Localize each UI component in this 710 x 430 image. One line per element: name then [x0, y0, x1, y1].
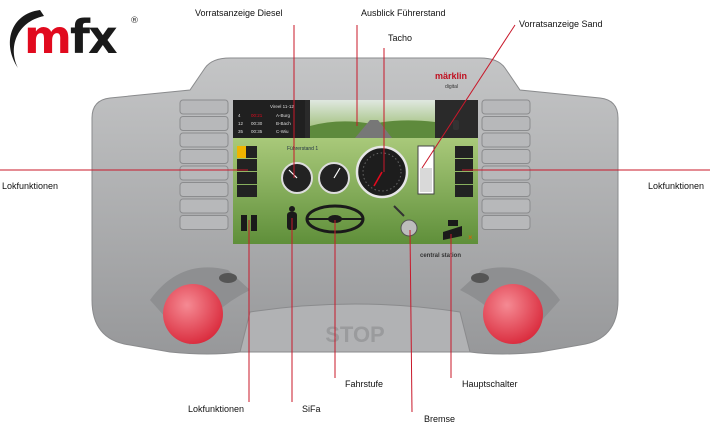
function-key[interactable] — [481, 116, 531, 131]
function-key[interactable] — [481, 132, 531, 148]
timetable-cell: 35 — [238, 129, 244, 134]
timetable-title: Vireel 11-12 — [270, 104, 294, 109]
hauptschalter-control — [443, 220, 462, 240]
timetable-cell: B-Bach — [276, 121, 291, 126]
logo-wordmark: mfx — [24, 10, 118, 64]
function-key[interactable] — [179, 165, 229, 181]
label-sifa: SiFa — [302, 404, 321, 414]
timetable-cell: 00:21 — [251, 113, 263, 118]
function-key[interactable] — [179, 149, 229, 164]
function-key[interactable] — [481, 149, 531, 164]
left-knob — [163, 284, 223, 344]
right-knob — [483, 284, 543, 344]
brand-sub-label: digital — [445, 84, 458, 90]
logo-swoosh-icon — [9, 10, 44, 68]
label-lok-right: Lokfunktionen — [648, 181, 705, 191]
model-label: central station — [420, 253, 461, 259]
screen-function-icons-left — [237, 146, 257, 197]
timetable-cell: 00:35 — [251, 129, 263, 134]
function-key[interactable] — [481, 198, 531, 214]
label-tacho: Tacho — [388, 33, 413, 43]
function-key[interactable] — [179, 215, 229, 230]
label-lok-left: Lokfunktionen — [2, 181, 59, 191]
label-ausblick: Ausblick Führerstand — [361, 8, 446, 18]
function-key[interactable] — [179, 99, 229, 115]
function-key[interactable] — [179, 182, 229, 197]
timetable-cell: C-Wiu — [276, 129, 289, 134]
logo-registered: ® — [130, 16, 139, 26]
screen-lok-switches — [241, 215, 257, 231]
right-key-column — [481, 99, 531, 230]
screen-function-icons-right — [455, 146, 473, 197]
function-key[interactable] — [481, 215, 531, 230]
function-key[interactable] — [481, 182, 531, 197]
sand-gauge — [417, 145, 435, 195]
function-key[interactable] — [179, 116, 229, 131]
function-key[interactable] — [481, 165, 531, 181]
label-fahrstufe: Fahrstufe — [345, 379, 384, 389]
label-vorrat-sand: Vorratsanzeige Sand — [519, 19, 603, 29]
timetable-cell: 4 — [238, 113, 241, 118]
callout-lines — [0, 24, 710, 413]
function-key[interactable] — [179, 198, 229, 214]
label-vorrat-diesel: Vorratsanzeige Diesel — [195, 8, 283, 18]
timetable-cell: 12 — [238, 121, 244, 126]
timetable-panel — [233, 100, 305, 138]
stop-plate — [239, 303, 471, 353]
timetable-rows: 4 00:21 A-Burg 12 00:30 B-Bach 35 00:35 C-Wiu — [238, 113, 291, 134]
function-key[interactable] — [179, 132, 229, 148]
tacho-gauge — [355, 145, 409, 199]
stop-label: STOP — [325, 322, 385, 347]
cab-title: Führerstand 1 — [287, 146, 318, 152]
label-bremse: Bremse — [424, 414, 456, 424]
brand-label: märklin — [435, 71, 467, 81]
timetable-cell: 00:30 — [251, 121, 263, 126]
timetable-cell: A-Burg — [276, 113, 291, 118]
mfx-logo: mfx ® — [0, 4, 150, 78]
diesel-gauge — [281, 162, 313, 194]
function-key[interactable] — [481, 99, 531, 115]
label-hauptschalter: Hauptschalter — [462, 379, 518, 389]
second-gauge — [318, 162, 350, 194]
label-lok-bottom: Lokfunktionen — [188, 404, 245, 414]
bremse-control — [393, 205, 418, 237]
close-icon: × — [468, 233, 473, 242]
